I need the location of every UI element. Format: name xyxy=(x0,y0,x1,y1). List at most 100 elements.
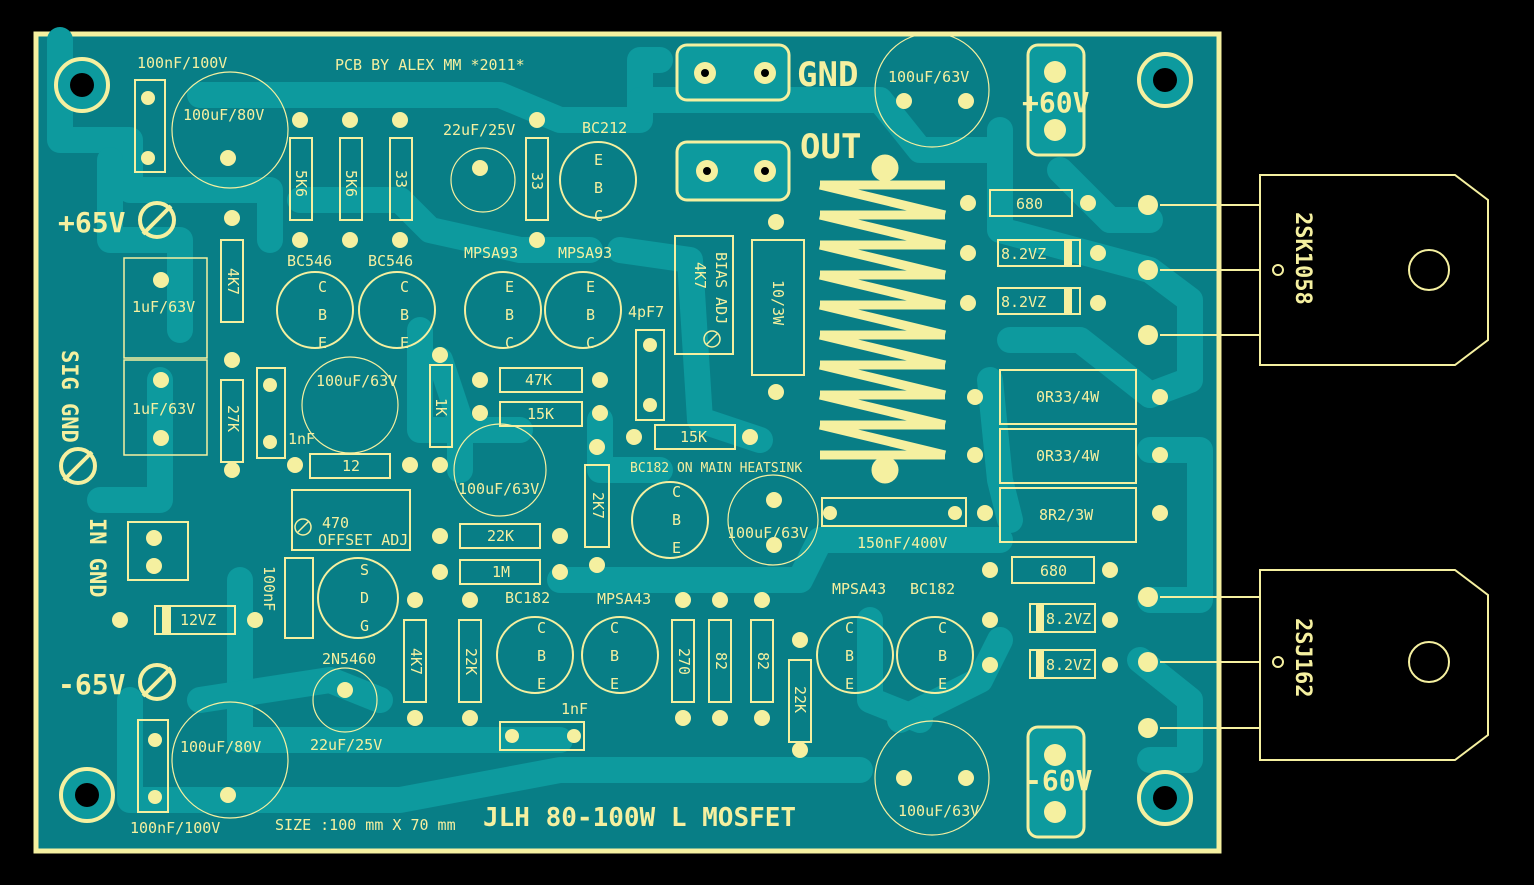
svg-text:C: C xyxy=(594,207,603,225)
c-100u63-b: 100uF/63V xyxy=(458,480,539,498)
svg-text:E: E xyxy=(610,675,619,693)
c-100u63-top: 100uF/63V xyxy=(888,68,969,86)
c-100nf-b: 100nF xyxy=(260,566,278,611)
r-5k6-b: 5K6 xyxy=(342,170,360,197)
r-22k-c: 22K xyxy=(791,686,809,713)
mosfet-n-label: 2SK1058 xyxy=(1290,212,1315,305)
svg-text:B: B xyxy=(672,511,681,529)
z-82-d: 8.2VZ xyxy=(1046,656,1091,674)
zener-bands xyxy=(162,240,1072,678)
c-1u-a: 1uF/63V xyxy=(132,298,195,316)
svg-text:E: E xyxy=(400,334,409,352)
c-4p7: 4pF7 xyxy=(628,303,664,321)
r-82-b: 82 xyxy=(754,652,772,670)
q-mpsa43-b: MPSA43 xyxy=(832,580,886,598)
minus65-label: -65V xyxy=(58,668,126,701)
terminal-plus60 xyxy=(1026,43,1086,157)
r-47k: 47K xyxy=(525,371,552,389)
r-270: 270 xyxy=(675,648,693,675)
terminal-gnd xyxy=(675,43,791,102)
r-1m: 1M xyxy=(492,563,510,581)
c-1u-b: 1uF/63V xyxy=(132,400,195,418)
r-27k: 27K xyxy=(224,405,242,432)
svg-text:E: E xyxy=(318,334,327,352)
r-33-b: 33 xyxy=(528,172,546,190)
r-0r33-a: 0R33/4W xyxy=(1036,388,1100,406)
credit: PCB BY ALEX MM *2011* xyxy=(335,56,525,74)
svg-text:E: E xyxy=(594,151,603,169)
svg-text:B: B xyxy=(845,647,854,665)
c-100u80-top: 100uF/80V xyxy=(183,106,264,124)
plus65-label: +65V xyxy=(58,206,126,239)
board-title: JLH 80-100W L MOSFET xyxy=(483,803,796,833)
svg-text:B: B xyxy=(537,647,546,665)
r-5k6-a: 5K6 xyxy=(292,170,310,197)
r-12: 12 xyxy=(342,457,360,475)
transistor-outlines xyxy=(276,141,974,694)
r-4k7-a: 4K7 xyxy=(224,268,242,295)
svg-text:B: B xyxy=(505,306,514,324)
svg-text:C: C xyxy=(400,278,409,296)
svg-text:B: B xyxy=(610,647,619,665)
c-100u80-bot: 100uF/80V xyxy=(180,738,261,756)
mosfet-p-label: 2SJ162 xyxy=(1290,618,1315,697)
c-150n: 150nF/400V xyxy=(857,534,947,552)
r-680-b: 680 xyxy=(1040,562,1067,580)
copper-traces xyxy=(47,27,1213,813)
ring-terminals xyxy=(59,201,176,701)
terminal-in xyxy=(123,257,208,581)
electrolytic-caps xyxy=(171,32,990,836)
mosfet-p xyxy=(1160,569,1489,761)
offset-adj: OFFSET ADJ xyxy=(318,531,408,549)
svg-text:E: E xyxy=(938,675,947,693)
z-12: 12VZ xyxy=(180,611,216,629)
q-bc546-b: BC546 xyxy=(368,252,413,270)
z-82-c: 8.2VZ xyxy=(1046,610,1091,628)
q-mpsa93-a: MPSA93 xyxy=(464,244,518,262)
q-mpsa93-b: MPSA93 xyxy=(558,244,612,262)
mosfet-n xyxy=(1160,174,1489,366)
svg-text:C: C xyxy=(586,334,595,352)
r-2k7: 2K7 xyxy=(589,492,607,519)
svg-text:B: B xyxy=(594,179,603,197)
in-gnd-label: IN GND xyxy=(84,518,109,597)
q-bc212: BC212 xyxy=(582,119,627,137)
svg-text:C: C xyxy=(610,619,619,637)
mounting-holes xyxy=(54,52,1193,826)
bias-pot: 4K7 xyxy=(691,262,709,289)
terminal-out xyxy=(675,140,791,202)
pin-letters: EBC CBE CBE EBC EBC CBE SDG CBE CBE CBE … xyxy=(318,151,947,693)
c-22u25-top: 22uF/25V xyxy=(443,121,515,139)
board-size: SIZE :100 mm X 70 mm xyxy=(275,816,456,834)
z-82-a: 8.2VZ xyxy=(1001,245,1046,263)
svg-text:C: C xyxy=(537,619,546,637)
c-100u63-a: 100uF/63V xyxy=(316,372,397,390)
q-bc182-b: BC182 xyxy=(910,580,955,598)
r-33-top: 33 xyxy=(392,170,410,188)
q-bc546-a: BC546 xyxy=(287,252,332,270)
r-82-a: 82 xyxy=(712,652,730,670)
svg-text:D: D xyxy=(360,589,369,607)
output-coil xyxy=(818,154,947,484)
svg-text:C: C xyxy=(672,483,681,501)
bias-adj: BIAS ADJ xyxy=(712,252,730,324)
terminal-minus60 xyxy=(1026,725,1086,839)
c-100n-top: 100nF/100V xyxy=(137,54,227,72)
svg-text:C: C xyxy=(318,278,327,296)
c-100u63-bot: 100uF/63V xyxy=(898,802,979,820)
out-label: OUT xyxy=(800,127,861,167)
svg-text:B: B xyxy=(400,306,409,324)
c-22u25-bot: 22uF/25V xyxy=(310,736,382,754)
r-680-a: 680 xyxy=(1016,195,1043,213)
c-1nf-a: 1nF xyxy=(288,430,315,448)
r-4k7-b: 4K7 xyxy=(407,648,425,675)
svg-text:B: B xyxy=(938,647,947,665)
c-100n-bot: 100nF/100V xyxy=(130,819,220,837)
r-0r33-b: 0R33/4W xyxy=(1036,447,1100,465)
svg-text:C: C xyxy=(845,619,854,637)
svg-text:S: S xyxy=(360,561,369,579)
r-1k: 1K xyxy=(432,398,450,416)
svg-text:C: C xyxy=(938,619,947,637)
c-1nf-b: 1nF xyxy=(561,700,588,718)
